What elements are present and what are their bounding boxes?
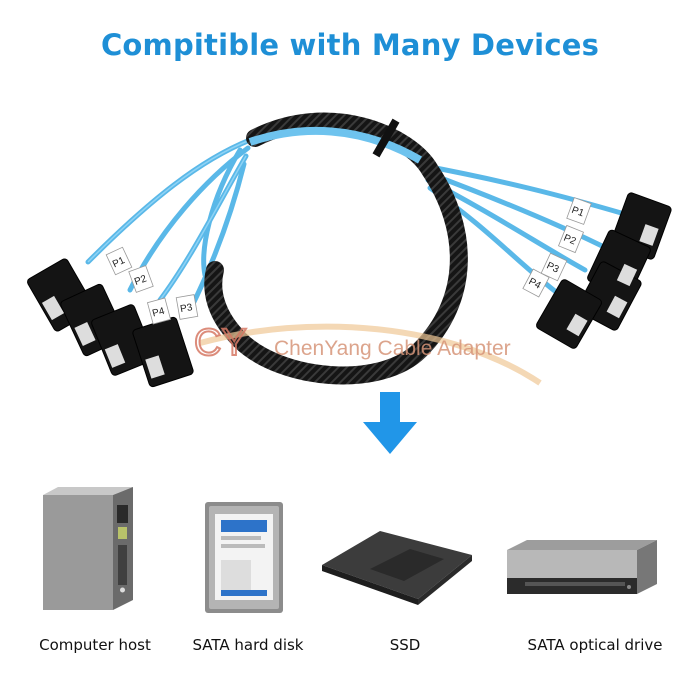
chenyang-logo-icon: CY: [193, 321, 248, 365]
page-headline: Compitible with Many Devices: [100, 28, 600, 62]
device-caption-sata-hard-disk: SATA hard disk: [192, 636, 304, 654]
connector-label: P2: [133, 273, 149, 288]
sata-cable-illustration: P1 P2 P4 P3 P1 P2 P3 P4: [27, 112, 672, 388]
device-caption-computer-host: Computer host: [39, 636, 151, 654]
connector-label: P1: [570, 205, 586, 220]
watermark: CY ChenYang Cable Adapter: [190, 313, 550, 393]
connector-label: P4: [527, 276, 543, 292]
connector-label: P4: [151, 306, 166, 320]
device-caption-sata-optical-drive: SATA optical drive: [527, 636, 663, 654]
ssd-icon: [322, 531, 472, 605]
connector-label: P3: [179, 302, 193, 315]
watermark-text: ChenYang Cable Adapter: [274, 337, 511, 360]
connector-label: P1: [111, 255, 127, 270]
down-arrow-icon: [363, 392, 417, 454]
optical-drive-icon: [507, 540, 657, 594]
connector-label: P2: [562, 233, 578, 248]
hard-disk-icon: [205, 502, 283, 613]
computer-tower-icon: [43, 487, 133, 610]
connector-label: P3: [545, 260, 561, 275]
svg-text:CY: CY: [194, 322, 247, 364]
device-caption-ssd: SSD: [389, 636, 421, 654]
watermark-swoosh-icon: [199, 323, 542, 386]
